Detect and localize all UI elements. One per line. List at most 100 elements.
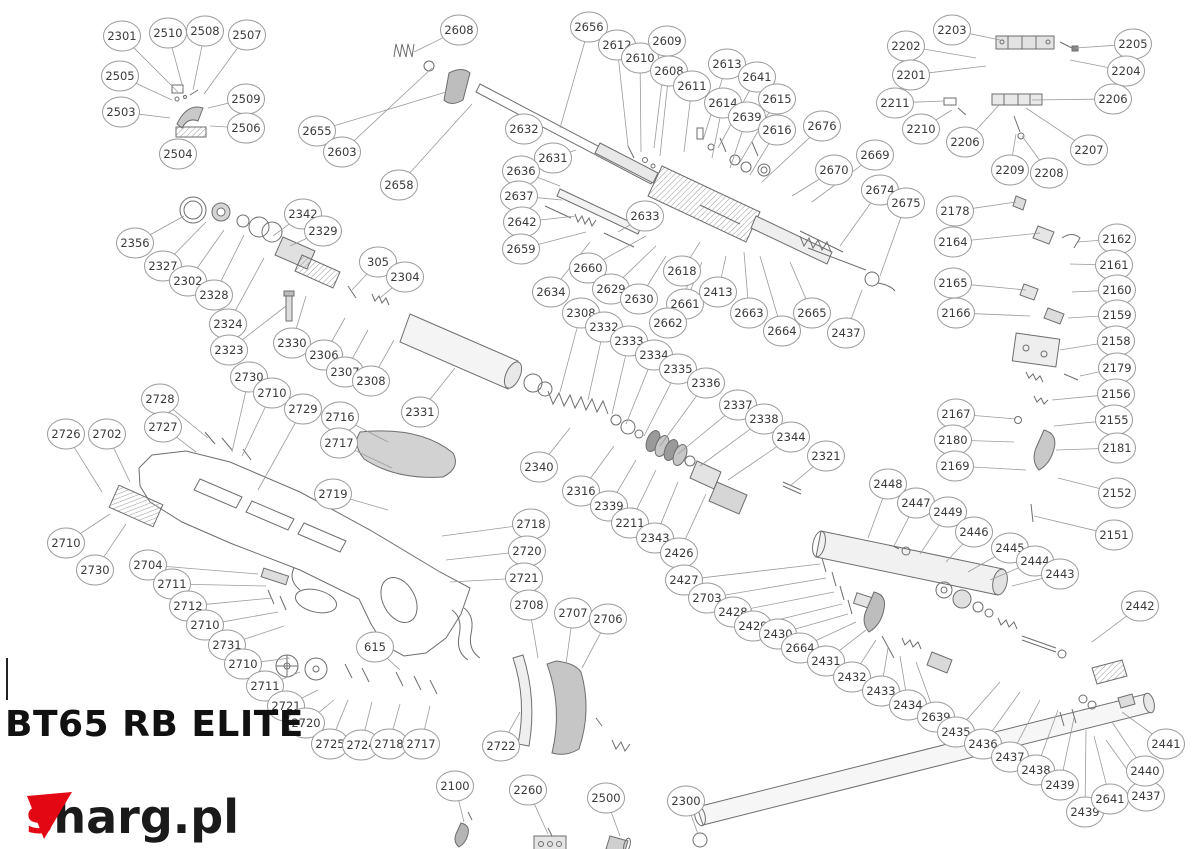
- leader-line: [424, 705, 431, 730]
- part-callout: 2206: [1094, 83, 1132, 115]
- svg-text:2504: 2504: [163, 147, 192, 161]
- svg-text:2616: 2616: [762, 123, 791, 137]
- leader-line: [1033, 515, 1097, 532]
- part-callout: 2155: [1095, 404, 1133, 436]
- part-callout: 2323: [210, 334, 248, 366]
- leader-line: [206, 597, 273, 605]
- svg-text:2664: 2664: [767, 324, 796, 338]
- leader-line: [220, 234, 245, 282]
- svg-text:2718: 2718: [374, 737, 403, 751]
- leader-line: [537, 197, 563, 201]
- svg-text:2637: 2637: [504, 189, 533, 203]
- leader-line: [534, 803, 549, 835]
- part-callout: 615: [356, 631, 394, 663]
- leader-line: [559, 41, 586, 129]
- leader-line: [883, 647, 889, 677]
- leader-line: [351, 273, 368, 291]
- svg-text:2663: 2663: [734, 306, 763, 320]
- svg-text:2329: 2329: [308, 224, 337, 238]
- svg-text:2444: 2444: [1020, 554, 1049, 568]
- part-callout: 2720: [287, 707, 325, 739]
- part-callout: 2710: [47, 527, 85, 559]
- svg-text:2720: 2720: [512, 544, 541, 558]
- part-callout: 2180: [934, 424, 972, 456]
- part-callout: 2710: [186, 609, 224, 641]
- part-callout: 2725: [311, 728, 349, 760]
- part-callout: 2718: [370, 728, 408, 760]
- svg-text:2434: 2434: [893, 698, 922, 712]
- model-title: BT65 RB ELITE: [5, 704, 304, 745]
- svg-text:2611: 2611: [677, 79, 706, 93]
- svg-text:2178: 2178: [940, 204, 969, 218]
- svg-text:2631: 2631: [538, 151, 567, 165]
- svg-text:2507: 2507: [232, 28, 261, 42]
- svg-text:2210: 2210: [906, 122, 935, 136]
- svg-text:2427: 2427: [669, 573, 698, 587]
- part-callout: 2718: [512, 508, 550, 540]
- svg-text:2665: 2665: [797, 306, 826, 320]
- svg-text:2207: 2207: [1074, 143, 1103, 157]
- leader-line: [1059, 343, 1098, 351]
- part-callout: 2655: [298, 115, 336, 147]
- leader-line: [508, 711, 521, 733]
- leader-line: [839, 202, 872, 247]
- svg-text:2500: 2500: [591, 791, 620, 805]
- part-callout: 2316: [562, 475, 600, 507]
- part-callout: 2634: [532, 276, 570, 308]
- part-callout: 2669: [856, 139, 894, 171]
- svg-text:2167: 2167: [941, 407, 970, 421]
- svg-text:2703: 2703: [692, 591, 721, 605]
- svg-text:2717: 2717: [406, 737, 435, 751]
- svg-text:2720: 2720: [291, 716, 320, 730]
- leader-line: [699, 428, 751, 467]
- leader-line: [879, 217, 902, 277]
- svg-text:615: 615: [364, 640, 386, 654]
- leader-line: [795, 613, 849, 630]
- part-callout: 2716: [321, 401, 359, 433]
- part-callout: 2324: [209, 308, 247, 340]
- svg-text:2208: 2208: [1034, 166, 1063, 180]
- leader-line: [379, 287, 393, 299]
- leader-line: [989, 567, 1019, 581]
- leader-line: [860, 639, 877, 664]
- part-callout: 2329: [304, 215, 342, 247]
- part-callout: 2616: [758, 114, 796, 146]
- leader-line: [139, 113, 171, 119]
- svg-text:2169: 2169: [940, 459, 969, 473]
- sharg-logo: sharg.pl: [26, 792, 239, 842]
- part-callout: 2440: [1126, 755, 1164, 787]
- svg-text:2510: 2510: [153, 26, 182, 40]
- svg-text:2335: 2335: [663, 362, 692, 376]
- svg-text:2211: 2211: [615, 516, 644, 530]
- svg-text:2660: 2660: [573, 261, 602, 275]
- svg-text:2728: 2728: [145, 392, 174, 406]
- leader-line: [334, 91, 447, 127]
- svg-text:2337: 2337: [723, 398, 752, 412]
- part-callout: 2711: [246, 670, 284, 702]
- part-callout: 2609: [648, 25, 686, 57]
- svg-text:2711: 2711: [157, 577, 186, 591]
- bottom-parts-drawing: [454, 811, 708, 849]
- leader-line: [192, 45, 203, 91]
- part-callout: 2507: [228, 19, 266, 51]
- svg-text:2642: 2642: [507, 215, 536, 229]
- svg-text:2338: 2338: [749, 412, 778, 426]
- part-callout: 305: [359, 246, 397, 278]
- svg-text:2442: 2442: [1125, 599, 1154, 613]
- leader-line: [318, 699, 335, 713]
- svg-text:2344: 2344: [776, 430, 805, 444]
- leader-line: [647, 255, 667, 286]
- leader-line: [1111, 721, 1137, 759]
- svg-text:2634: 2634: [536, 285, 565, 299]
- svg-text:2437: 2437: [995, 750, 1024, 764]
- svg-text:2710: 2710: [190, 618, 219, 632]
- svg-text:2670: 2670: [819, 163, 848, 177]
- muzzle-drawing: [393, 43, 471, 104]
- leader-line: [677, 415, 726, 455]
- part-callout: 2664: [763, 315, 801, 347]
- leader-line: [683, 100, 691, 153]
- svg-text:2702: 2702: [92, 427, 121, 441]
- leader-line: [103, 523, 127, 558]
- svg-text:2708: 2708: [514, 598, 543, 612]
- svg-text:2327: 2327: [148, 259, 177, 273]
